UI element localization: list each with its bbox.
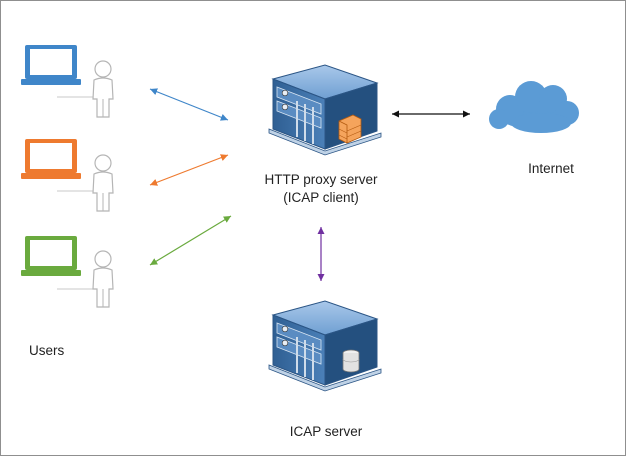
- person-icon: [92, 60, 114, 118]
- person-icon: [92, 250, 114, 308]
- proxy-server-label-line1: HTTP proxy server: [264, 172, 378, 187]
- person-icon: [92, 154, 114, 212]
- icap-server-label: ICAP server: [289, 424, 363, 439]
- arrow-orange: [149, 154, 229, 186]
- arrow-blue: [149, 88, 229, 121]
- users-label: Users: [29, 343, 65, 358]
- internet-label: Internet: [528, 161, 574, 176]
- server-with-firewall-icon: [268, 64, 382, 156]
- laptop-blue-icon: [21, 45, 97, 98]
- server-with-database-icon: [268, 300, 382, 392]
- cloud-icon: [489, 81, 579, 133]
- proxy-server-label: HTTP proxy server (ICAP client): [231, 171, 411, 207]
- laptop-green-icon: [21, 236, 97, 290]
- laptop-orange-icon: [21, 139, 97, 192]
- arrow-green: [149, 215, 232, 266]
- proxy-server-label-line2: (ICAP client): [283, 190, 359, 205]
